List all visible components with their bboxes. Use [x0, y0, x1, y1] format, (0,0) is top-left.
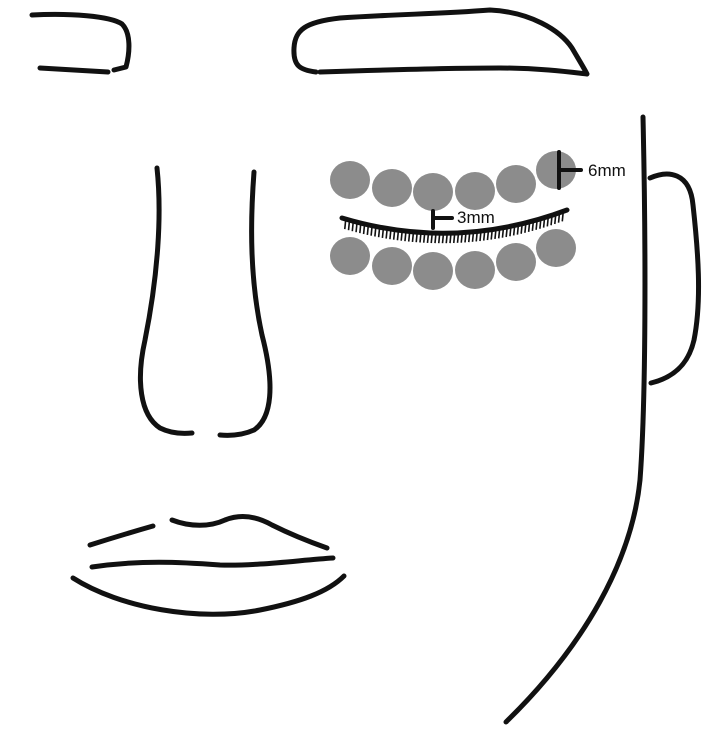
- dot-size-label: 6mm: [588, 161, 626, 180]
- eyelash: [544, 218, 545, 228]
- eyelash: [431, 233, 432, 243]
- eyelash: [454, 233, 455, 243]
- eyelash: [364, 224, 365, 234]
- dot: [330, 161, 370, 199]
- dot: [455, 251, 495, 289]
- eyelash: [562, 211, 563, 221]
- left-eyebrow: [32, 14, 129, 72]
- dot: [536, 229, 576, 267]
- eyelash: [405, 231, 406, 241]
- eyelash: [424, 233, 425, 243]
- eyelash: [469, 232, 470, 242]
- eyelash: [499, 228, 500, 238]
- eyelash: [547, 216, 548, 226]
- eyelash: [472, 232, 473, 242]
- eyelash: [427, 233, 428, 243]
- eyelash: [529, 222, 530, 232]
- ear: [650, 174, 699, 383]
- lip-line: [92, 558, 333, 567]
- upper-lip-right: [172, 517, 327, 548]
- eyelash: [416, 232, 417, 242]
- eyelash: [442, 233, 443, 243]
- eyelash: [491, 230, 492, 240]
- eyelash: [382, 228, 383, 238]
- eyelash: [450, 233, 451, 243]
- upper-dot-row: [330, 151, 576, 211]
- dot: [413, 173, 453, 211]
- eyelash: [514, 225, 515, 235]
- eyelash: [446, 233, 447, 243]
- eyelash: [480, 231, 481, 241]
- eyelash: [375, 226, 376, 236]
- dot: [372, 169, 412, 207]
- lower-dot-row: [330, 229, 576, 290]
- eyelash: [401, 231, 402, 241]
- eyelash: [360, 223, 361, 233]
- eyelash: [349, 220, 350, 230]
- eyelash: [502, 228, 503, 238]
- gap-size-marker: 3mm: [433, 208, 495, 228]
- eyelash: [510, 226, 511, 236]
- eyelash: [457, 233, 458, 243]
- right-eyebrow: [294, 10, 587, 74]
- eyelash: [536, 220, 537, 230]
- lower-lip: [73, 576, 344, 614]
- dot: [372, 247, 412, 285]
- dot: [455, 172, 495, 210]
- eyelash: [352, 221, 353, 231]
- eyelash: [435, 233, 436, 243]
- closed-eye: [342, 210, 567, 243]
- eyelash: [465, 232, 466, 242]
- upper-lip-left: [90, 526, 153, 545]
- eyelash: [540, 219, 541, 229]
- eyelash: [394, 230, 395, 240]
- eyelash: [420, 232, 421, 242]
- eyelash: [439, 233, 440, 243]
- eyelash: [487, 230, 488, 240]
- face-contour: [506, 117, 645, 722]
- eyelash: [345, 219, 346, 229]
- eyelash: [559, 213, 560, 223]
- eyelash: [397, 230, 398, 240]
- nose-left-side: [140, 168, 192, 433]
- eyelash: [379, 227, 380, 237]
- dot: [413, 252, 453, 290]
- eyelash: [367, 225, 368, 235]
- eyelash: [506, 227, 507, 237]
- eyelash: [409, 232, 410, 242]
- dot: [496, 243, 536, 281]
- eyelash: [386, 229, 387, 239]
- eyelash: [356, 222, 357, 232]
- eyelash: [495, 229, 496, 239]
- eyelash: [517, 225, 518, 235]
- eyelash: [476, 231, 477, 241]
- eyelash: [412, 232, 413, 242]
- eyelash: [521, 224, 522, 234]
- dot: [496, 165, 536, 203]
- eyelash: [390, 229, 391, 239]
- eyelash: [532, 221, 533, 231]
- eyelash: [555, 214, 556, 224]
- eyelash: [371, 226, 372, 236]
- gap-size-label: 3mm: [457, 208, 495, 227]
- dot: [330, 237, 370, 275]
- eyelash: [484, 231, 485, 241]
- nose-right-side: [220, 172, 270, 435]
- eyelash: [525, 223, 526, 233]
- eyelash: [551, 215, 552, 225]
- eyelash: [461, 233, 462, 243]
